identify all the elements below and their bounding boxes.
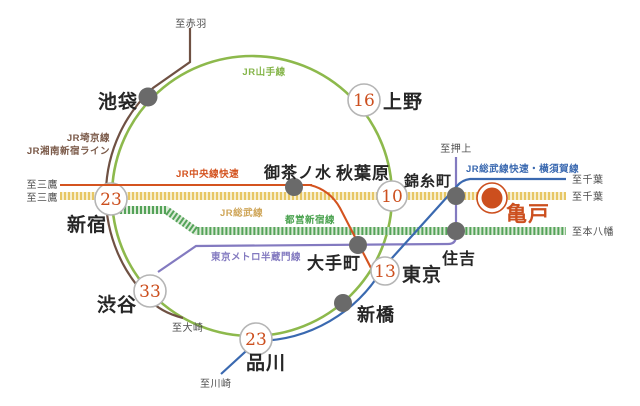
station-label-kameido: 亀戸 — [506, 201, 550, 226]
station-label-ueno: 上野 — [383, 91, 423, 113]
badge-circle — [376, 180, 408, 212]
time-badge-tokyo: 13 — [370, 256, 400, 286]
direction-motoyawata: 至本八幡 — [572, 225, 614, 238]
kameido-marker — [476, 182, 508, 214]
sobu-rapid-yokosuka-line — [220, 177, 566, 375]
station-label-otemachi: 大手町 — [307, 253, 361, 274]
shonan-shinjuku-line-label: JR湘南新宿ライン — [27, 145, 110, 157]
direction-kawasaki: 至川崎 — [200, 377, 232, 390]
saikyo-shonan-line — [104, 28, 192, 320]
time-badge-akihabara: 10 — [376, 180, 408, 212]
station-label-shinjuku: 新宿 — [67, 213, 107, 236]
time-badge-shinagawa: 23 — [239, 322, 273, 356]
station-dot-sumiyoshi — [447, 222, 465, 240]
badge-circle — [133, 274, 167, 308]
badge-number: 10 — [381, 187, 403, 207]
direction-mitaka-chuo: 至三鷹 — [27, 178, 59, 191]
station-dot-otemachi — [349, 236, 367, 254]
hanzomon-line-label: 東京メトロ半蔵門線 — [210, 251, 301, 263]
direction-mitaka-sobu: 至三鷹 — [27, 191, 59, 204]
direction-akabane: 至赤羽 — [175, 18, 207, 30]
badge-number: 13 — [374, 262, 396, 282]
time-badge-ueno: 16 — [347, 83, 381, 117]
badge-circle — [94, 182, 128, 216]
kameido-marker-dot — [481, 187, 503, 209]
badge-number: 33 — [139, 282, 161, 302]
station-label-shibuya: 渋谷 — [97, 293, 137, 316]
station-dots — [138, 87, 465, 312]
station-label-tokyo: 東京 — [402, 263, 442, 286]
station-labels: 池袋 上野 新宿 渋谷 品川 新橋 東京 大手町 御茶ノ水 秋葉原 錦糸町 住吉… — [67, 90, 550, 374]
badge-circle — [370, 256, 400, 286]
direction-labels: 至赤羽 至三鷹 至三鷹 至押上 至千葉 至千葉 至本八幡 至大崎 至川崎 — [27, 18, 614, 390]
station-label-akihabara: 秋葉原 — [336, 163, 390, 184]
badge-circle — [347, 83, 381, 117]
direction-chiba-local: 至千葉 — [572, 190, 604, 203]
sobu-local-line-label: JR総武線 — [220, 207, 263, 219]
time-badge-shibuya: 33 — [133, 274, 167, 308]
saikyo-line-label: JR埼京線 — [67, 132, 110, 144]
station-dot-shimbashi — [334, 294, 352, 312]
station-label-sumiyoshi: 住吉 — [442, 249, 476, 268]
line-labels: JR山手線 JR埼京線 JR湘南新宿ライン JR中央線快速 JR総武線 都営新宿… — [27, 66, 579, 263]
badge-circle — [239, 322, 273, 356]
direction-chiba-rapid: 至千葉 — [572, 173, 604, 186]
chuo-rapid-line-label: JR中央線快速 — [176, 168, 239, 180]
badge-number: 16 — [353, 91, 375, 111]
toei-shinjuku-line-label: 都営新宿線 — [284, 214, 335, 226]
saikyo-line-path — [104, 28, 192, 320]
badge-number: 23 — [245, 330, 267, 350]
station-label-shimbashi: 新橋 — [357, 304, 395, 326]
sobu-rapid-line-path — [220, 177, 566, 375]
station-dot-kinshicho — [447, 187, 465, 205]
yamanote-line-label: JR山手線 — [242, 66, 285, 78]
toei-shinjuku-line — [116, 206, 566, 235]
chuo-rapid-diagonal-path — [309, 183, 372, 269]
sobu-rapid-line-label: JR総武線快速・横須賀線 — [466, 163, 579, 175]
direction-osaki: 至大崎 — [172, 321, 204, 334]
station-label-shinagawa: 品川 — [246, 352, 286, 374]
station-label-kinshicho: 錦糸町 — [403, 172, 452, 190]
station-dot-ochanomizu — [285, 178, 303, 196]
direction-oshiage: 至押上 — [440, 142, 472, 155]
station-label-ochanomizu: 御茶ノ水 — [263, 163, 332, 182]
chuo-rapid-line-diagonal — [309, 183, 372, 269]
station-dot-ikebukuro — [138, 87, 158, 107]
station-label-ikebukuro: 池袋 — [98, 90, 138, 113]
time-badge-shinjuku: 23 — [94, 182, 128, 216]
toei-shinjuku-stripes — [116, 206, 566, 235]
badge-number: 23 — [100, 190, 122, 210]
